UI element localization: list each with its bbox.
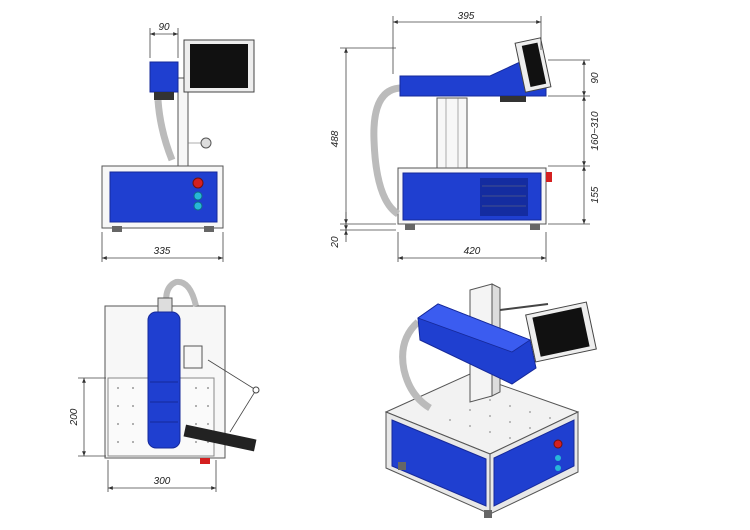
side-column	[436, 97, 468, 169]
front-column	[177, 77, 189, 167]
dim-side-base-height: 155	[590, 186, 601, 203]
front-handwheel	[200, 137, 212, 149]
front-foot-left	[112, 226, 122, 232]
dim-side-overall-height: 488	[330, 130, 341, 147]
dim-top-work-depth: 200	[69, 408, 80, 426]
front-foot-right	[204, 226, 214, 232]
side-view: 395 90 160~310 155 488 20 420	[330, 11, 601, 262]
side-red-button	[546, 172, 552, 182]
front-cable	[154, 99, 176, 162]
dim-front-base-width: 335	[154, 246, 171, 257]
front-tablet-screen	[190, 44, 248, 88]
dim-side-travel: 160~310	[590, 111, 601, 151]
front-laser-head	[149, 61, 179, 93]
isometric-view	[384, 283, 597, 518]
dim-side-base-length: 420	[464, 246, 481, 257]
top-tablet	[183, 424, 257, 452]
dim-top-work-width: 300	[154, 476, 171, 487]
side-vent	[480, 178, 528, 216]
front-lens	[154, 92, 174, 100]
iso-front-panel	[391, 419, 487, 507]
dim-side-total-length: 395	[458, 11, 475, 22]
side-cable	[370, 84, 401, 217]
dim-front-head-width: 90	[158, 22, 170, 33]
iso-right-panel	[493, 419, 575, 507]
iso-cable	[399, 319, 432, 412]
top-laser-head	[147, 311, 181, 449]
top-view: 200 300	[69, 278, 260, 492]
front-cyan-button-1	[193, 191, 203, 201]
front-cyan-button-2	[193, 201, 203, 211]
front-red-button	[192, 177, 204, 189]
dim-side-foot-height: 20	[330, 236, 341, 249]
top-table-holes	[117, 387, 209, 443]
dim-side-head-height: 90	[590, 72, 601, 84]
top-column	[183, 345, 203, 369]
iso-table-holes	[449, 399, 551, 439]
front-view: 90 335	[101, 22, 255, 262]
